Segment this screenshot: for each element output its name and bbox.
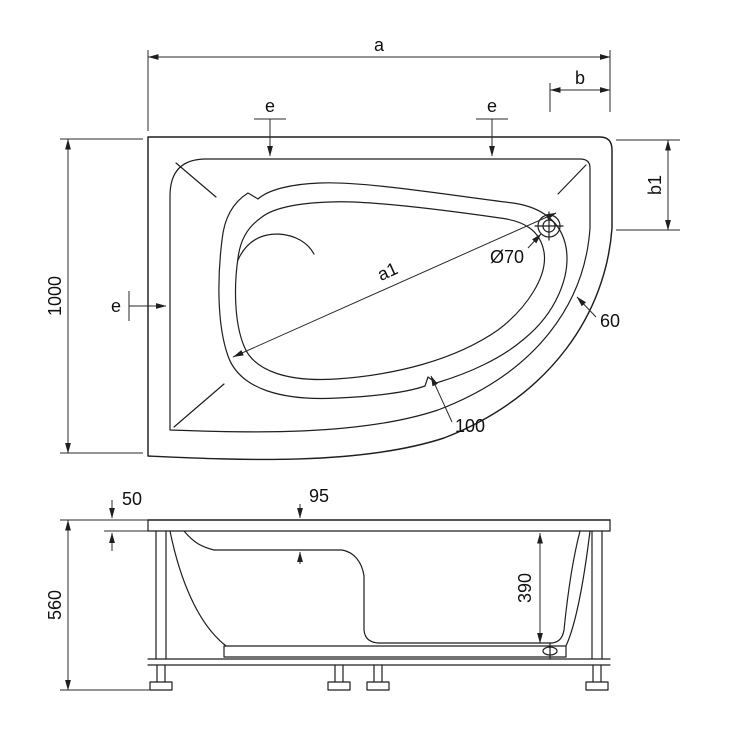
foot-middle-right: [366, 664, 390, 691]
base-board-hatched: [223, 645, 567, 658]
dimension-e-top-right: e: [476, 96, 508, 157]
dimension-b: b: [549, 68, 611, 112]
rim-bottom-100-label: 100: [455, 416, 485, 436]
corner-crease-top-left: [175, 162, 217, 198]
dimension-1000: 1000: [45, 138, 143, 454]
tub-inner-rim-outline: [169, 158, 591, 433]
corner-crease-bottom-left: [173, 383, 225, 428]
dimension-50-label: 50: [122, 489, 142, 509]
dimension-390-label: 390: [515, 573, 535, 603]
foot-left: [149, 664, 173, 691]
dimension-b1: b1: [616, 139, 680, 231]
corner-crease-top-right: [557, 164, 587, 195]
basin-floor-outline: [234, 201, 546, 381]
drain-diameter-label: Ø70: [490, 247, 524, 267]
dimension-1000-label: 1000: [45, 276, 65, 316]
dimension-e-top-left-label: e: [265, 96, 275, 116]
dimension-e-top-left: e: [254, 96, 286, 157]
dimension-50: 50: [104, 489, 148, 551]
dimension-560: 560: [45, 519, 150, 691]
dimension-e-left-label: e: [111, 296, 121, 316]
leader-drain-diameter: Ø70: [490, 233, 542, 267]
leader-rim-curve-60: 60: [576, 296, 620, 331]
dimension-390: 390: [515, 533, 543, 644]
shell-wall-left: [169, 530, 227, 647]
leader-rim-bottom-100: 100: [430, 375, 485, 436]
dimension-b1-label: b1: [645, 175, 665, 195]
dimension-a1-label: a1: [374, 258, 400, 284]
top-view: [147, 136, 613, 461]
side-view-dimensions: 50 95 560 390: [45, 486, 543, 691]
dimension-e-left: e: [111, 291, 167, 321]
drain-outlet-side: [542, 642, 558, 660]
dimension-e-top-right-label: e: [487, 96, 497, 116]
dimension-a-label: a: [374, 35, 385, 55]
basin-outline: [218, 182, 568, 400]
dimension-b-label: b: [575, 68, 585, 88]
top-view-dimensions: a b b1 1000 e e: [45, 35, 680, 454]
dimension-a: a: [147, 35, 611, 131]
rim-curve-60-label: 60: [600, 311, 620, 331]
seat-contour-line: [237, 233, 315, 261]
dimension-95-label: 95: [309, 486, 329, 506]
dimension-560-label: 560: [45, 590, 65, 620]
foot-right: [585, 664, 609, 691]
basin-section-profile: [183, 530, 581, 644]
side-view: [147, 519, 611, 691]
shell-wall-right: [565, 530, 591, 647]
foot-middle-left: [327, 664, 351, 691]
tub-outer-outline: [147, 136, 613, 461]
dimension-95: 95: [297, 486, 329, 564]
